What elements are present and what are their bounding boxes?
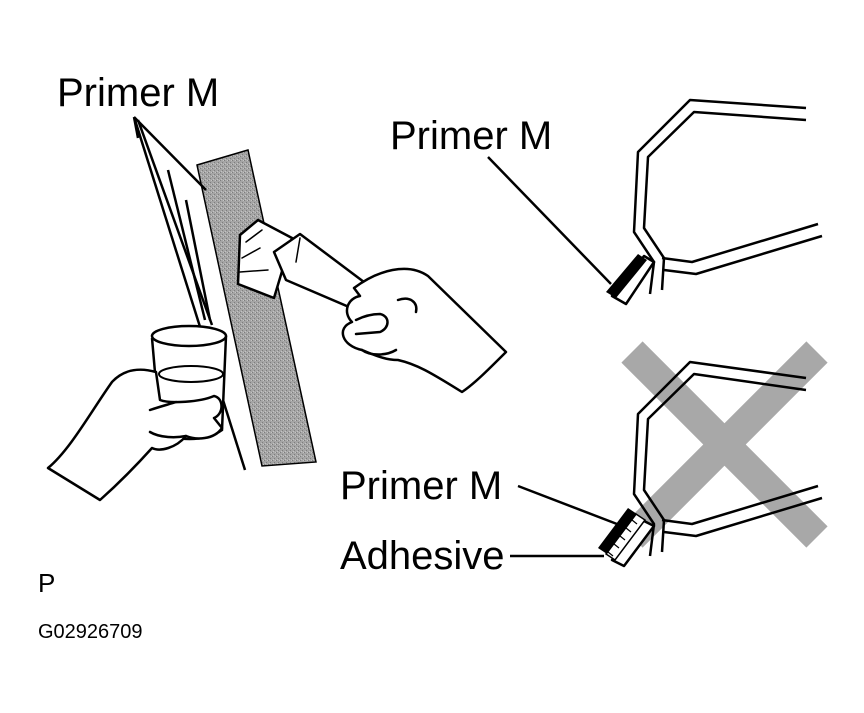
figure-code: G02926709 [38,621,143,643]
wrong-cross-mark [621,341,828,548]
label-adhesive: Adhesive [340,534,505,578]
left-hand [46,368,224,502]
glass-panel [133,119,247,471]
leader-primer-bottom-right [517,484,618,526]
primer-layer-wrong [598,508,637,554]
adhesive-hatch [607,519,638,557]
primer-layer-correct [606,254,647,298]
leaders-primer-left [132,116,207,191]
label-primer-bottom-right: Primer M [340,464,503,508]
right-hand [341,267,508,394]
primer-strip [196,149,317,467]
molding-correct [610,98,823,306]
leader-primer-top-right [487,156,612,285]
corner-letter: P [38,568,56,598]
label-primer-top-right: Primer M [390,114,553,158]
label-primer-left: Primer M [57,71,220,115]
